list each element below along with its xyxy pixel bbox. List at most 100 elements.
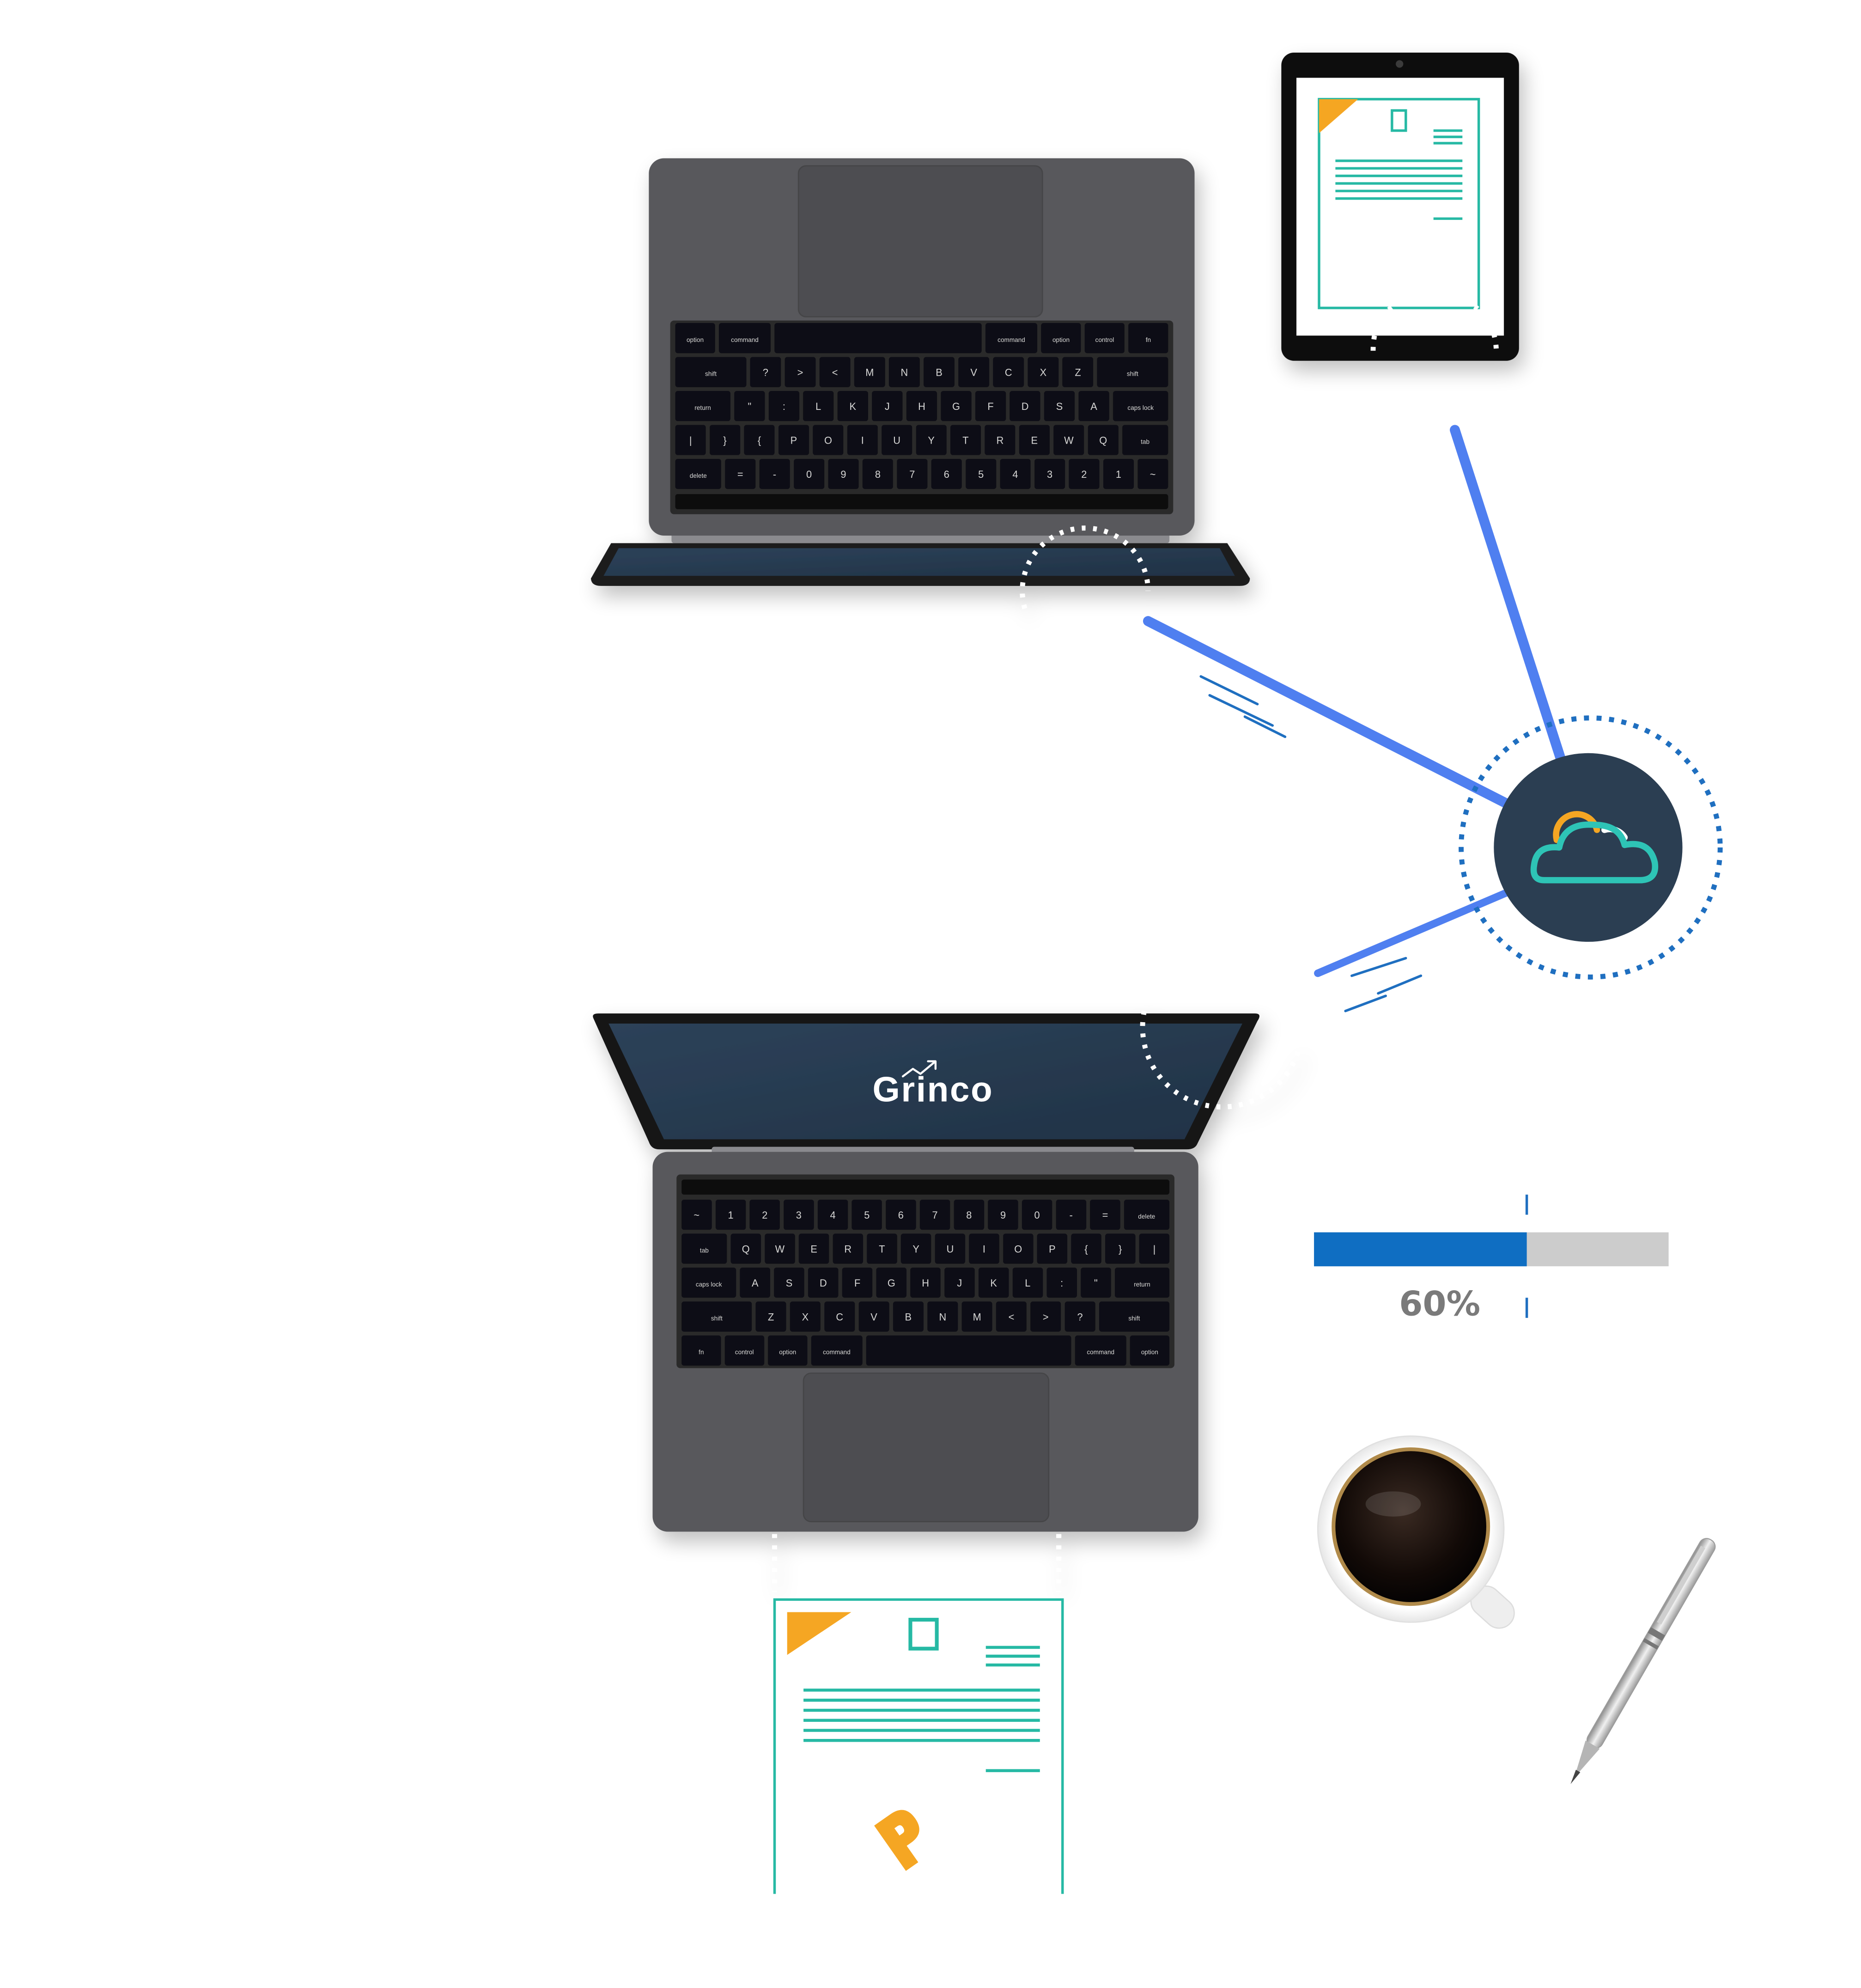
keyboard-key[interactable]	[919, 1199, 950, 1230]
keyboard-key[interactable]	[858, 1301, 889, 1332]
keyboard-key[interactable]	[961, 1301, 992, 1332]
keyboard-key[interactable]	[755, 1301, 786, 1332]
keyboard-key[interactable]	[774, 1267, 804, 1298]
keyboard-key[interactable]	[681, 1199, 712, 1230]
keyboard-key[interactable]	[969, 1233, 999, 1264]
keyboard-key[interactable]	[854, 357, 885, 387]
keyboard-key[interactable]	[886, 1199, 916, 1230]
keyboard-key[interactable]	[1137, 458, 1168, 489]
keyboard-key[interactable]	[1046, 1267, 1077, 1298]
keyboard-key[interactable]	[954, 1199, 985, 1230]
keyboard-key[interactable]	[1075, 1335, 1126, 1366]
keyboard-key[interactable]	[1099, 1301, 1170, 1332]
keyboard-key[interactable]	[1037, 1233, 1068, 1264]
keyboard-key[interactable]	[725, 458, 756, 489]
keyboard-key[interactable]	[1053, 425, 1084, 455]
keyboard-key[interactable]	[730, 1233, 761, 1264]
keyboard-key[interactable]	[1071, 1233, 1101, 1264]
keyboard-key[interactable]	[897, 458, 928, 489]
keyboard-key[interactable]	[1084, 323, 1125, 354]
keyboard-key[interactable]	[1130, 1335, 1170, 1366]
keyboard-key[interactable]	[847, 425, 878, 455]
keyboard-key[interactable]	[931, 458, 962, 489]
keyboard-key[interactable]	[888, 357, 920, 387]
keyboard-key[interactable]	[718, 323, 771, 354]
keyboard-key[interactable]	[744, 425, 775, 455]
keyboard-key[interactable]	[1103, 458, 1134, 489]
keyboard-key[interactable]	[1062, 357, 1094, 387]
keyboard-key[interactable]	[1012, 1267, 1043, 1298]
keyboard-key[interactable]	[1097, 357, 1168, 387]
cloud-node[interactable]	[1459, 715, 1723, 980]
keyboard-key[interactable]	[1128, 323, 1168, 354]
keyboard-key[interactable]	[985, 323, 1038, 354]
keyboard-key[interactable]	[906, 390, 937, 421]
keyboard-key[interactable]	[1122, 425, 1168, 455]
keyboard-key[interactable]	[833, 1233, 864, 1264]
keyboard-key[interactable]	[778, 425, 809, 455]
keyboard-key[interactable]	[675, 323, 715, 354]
keyboard-key[interactable]	[1044, 390, 1075, 421]
keyboard-key[interactable]	[985, 425, 1016, 455]
keyboard-key[interactable]	[813, 425, 844, 455]
keyboard-key[interactable]	[819, 357, 851, 387]
keyboard-key[interactable]	[993, 357, 1024, 387]
keyboard-key[interactable]	[803, 390, 834, 421]
keyboard-key[interactable]	[817, 1199, 848, 1230]
keyboard-key[interactable]	[675, 357, 747, 387]
keyboard-key[interactable]	[1114, 1267, 1170, 1298]
keyboard-key[interactable]	[966, 458, 997, 489]
keyboard-key[interactable]	[681, 1335, 721, 1366]
keyboard-key[interactable]	[924, 357, 955, 387]
keyboard-key[interactable]	[1090, 1199, 1120, 1230]
keyboard-key[interactable]	[1064, 1301, 1095, 1332]
keyboard-key[interactable]	[681, 1267, 736, 1298]
document[interactable]	[773, 1598, 1064, 1894]
keyboard-key[interactable]	[1034, 458, 1065, 489]
keyboard-key[interactable]	[675, 458, 721, 489]
touch-bar[interactable]	[681, 1179, 1170, 1195]
keyboard-key[interactable]	[910, 1267, 941, 1298]
keyboard-key[interactable]	[808, 1267, 839, 1298]
keyboard-key[interactable]	[862, 458, 893, 489]
keyboard-key[interactable]	[1105, 1233, 1136, 1264]
keyboard-key[interactable]	[734, 390, 765, 421]
keyboard-key[interactable]	[1113, 390, 1168, 421]
keyboard-key[interactable]	[749, 1199, 780, 1230]
keyboard-key[interactable]	[876, 1267, 907, 1298]
keyboard-key[interactable]	[975, 390, 1006, 421]
keyboard-key[interactable]	[1139, 1233, 1170, 1264]
keyboard-key[interactable]	[790, 1301, 821, 1332]
touch-bar[interactable]	[675, 494, 1168, 509]
keyboard-key[interactable]	[1088, 425, 1119, 455]
keyboard-key[interactable]	[927, 1301, 958, 1332]
tablet[interactable]	[1281, 52, 1519, 361]
keyboard-key[interactable]	[867, 1233, 897, 1264]
keyboard-key[interactable]	[785, 357, 816, 387]
keyboard-key[interactable]	[1022, 1199, 1052, 1230]
keyboard-key[interactable]	[1003, 1233, 1034, 1264]
keyboard-key[interactable]	[978, 1267, 1009, 1298]
keyboard-key[interactable]	[710, 425, 741, 455]
keyboard-key[interactable]	[1078, 390, 1109, 421]
keyboard-key[interactable]	[837, 390, 869, 421]
keyboard-key[interactable]	[1041, 323, 1081, 354]
keyboard-key[interactable]	[935, 1233, 966, 1264]
keyboard-key[interactable]	[916, 425, 947, 455]
keyboard-key[interactable]	[1069, 458, 1100, 489]
keyboard-key[interactable]	[900, 1233, 931, 1264]
keyboard-key[interactable]	[1081, 1267, 1111, 1298]
keyboard-key[interactable]	[824, 1301, 855, 1332]
keyboard-key[interactable]	[768, 1335, 808, 1366]
keyboard-key[interactable]	[1030, 1301, 1061, 1332]
keyboard-key[interactable]	[774, 323, 982, 354]
keyboard-key[interactable]	[882, 425, 912, 455]
keyboard-key[interactable]	[759, 458, 790, 489]
keyboard-key[interactable]	[724, 1335, 765, 1366]
keyboard-key[interactable]	[681, 1233, 727, 1264]
keyboard-key[interactable]	[851, 1199, 882, 1230]
keyboard-key[interactable]	[740, 1267, 770, 1298]
keyboard-key[interactable]	[768, 390, 800, 421]
keyboard-key[interactable]	[996, 1301, 1027, 1332]
keyboard-key[interactable]	[1010, 390, 1040, 421]
